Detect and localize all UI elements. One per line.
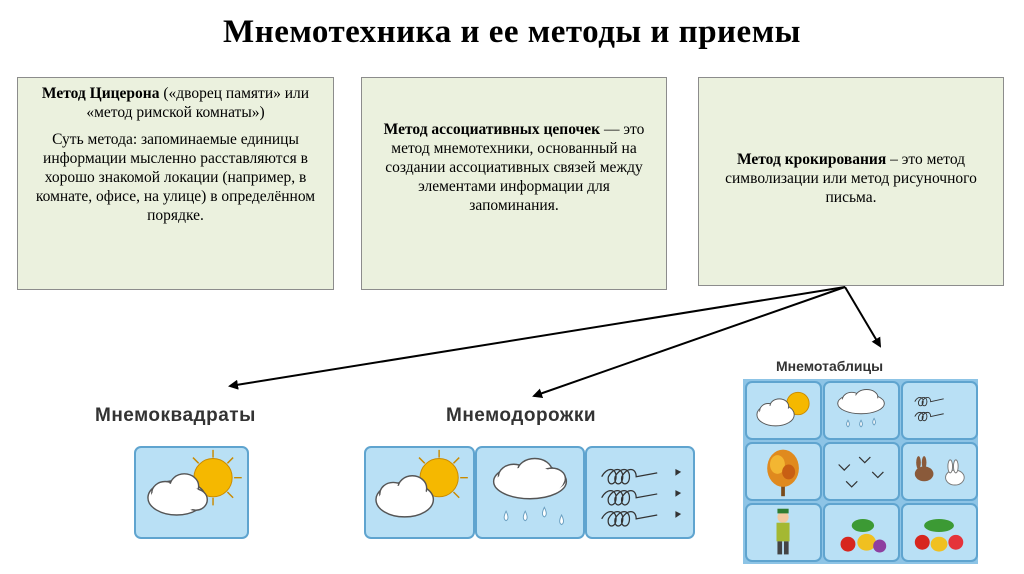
cicero-method-box: Метод Цицерона («дворец памяти» или «мет… (17, 77, 334, 290)
sun-behind-cloud-icon (375, 449, 468, 518)
mnemo-table-cell-9 (901, 503, 978, 562)
cicero-method-heading: Метод Цицерона (41, 85, 160, 102)
arrow-to-squares (228, 286, 846, 390)
mnemo-tables-label: Мнемотаблицы (776, 358, 884, 374)
mnemo-table-cell-2 (823, 381, 900, 440)
mnemo-track-tile-3 (585, 446, 695, 539)
associative-chains-description: — это метод мнемотехники, основанный на … (385, 121, 645, 214)
wind-swirl-icon (914, 396, 944, 422)
mnemo-table-cell-1 (745, 381, 822, 440)
croquis-method-description: – это метод символизации или метод рисун… (725, 151, 977, 206)
boy-in-coat-icon (776, 508, 790, 555)
croquis-method-heading: Метод крокирования (736, 151, 887, 168)
arrow-to-tables (844, 286, 882, 348)
mnemo-squares-label: Мнемоквадраты (95, 405, 256, 426)
sun-behind-cloud-icon (147, 449, 242, 516)
wind-swirl-icon (601, 468, 682, 527)
croquis-method-box: Метод крокирования – это метод символиза… (698, 77, 1004, 286)
rain-cloud-icon (837, 389, 885, 428)
fruits-icon (840, 518, 887, 553)
associative-chains-heading: Метод ассоциативных цепочек (383, 121, 601, 138)
rain-cloud-icon (492, 457, 568, 526)
arrow-to-tracks (532, 286, 846, 399)
autumn-tree-icon (767, 449, 799, 497)
mnemo-table-cell-5 (823, 442, 900, 501)
mnemo-table-cell-7 (745, 503, 822, 562)
sun-behind-cloud-icon (756, 391, 810, 427)
mnemo-table-cell-6 (901, 442, 978, 501)
mnemo-table-cell-8 (823, 503, 900, 562)
birds-icon (838, 456, 884, 488)
mnemo-table-cell-3 (901, 381, 978, 440)
vegetables-icon (914, 518, 964, 552)
mnemo-track-tile-2 (475, 446, 585, 539)
cicero-method-description: Суть метода: запоминаемые единицы информ… (35, 131, 316, 224)
hares-icon (914, 456, 965, 486)
cicero-method-subtitle: («дворец памяти» или «метод римской комн… (86, 85, 310, 121)
mnemo-square-tile (134, 446, 249, 539)
associative-chains-box: Метод ассоциативных цепочек — это метод … (361, 77, 667, 290)
mnemo-tracks-label: Мнемодорожки (446, 405, 597, 426)
slide-title: Мнемотехника и ее методы и приемы (223, 14, 801, 50)
mnemo-track-tile-1 (364, 446, 475, 539)
mnemo-table-cell-4 (745, 442, 822, 501)
